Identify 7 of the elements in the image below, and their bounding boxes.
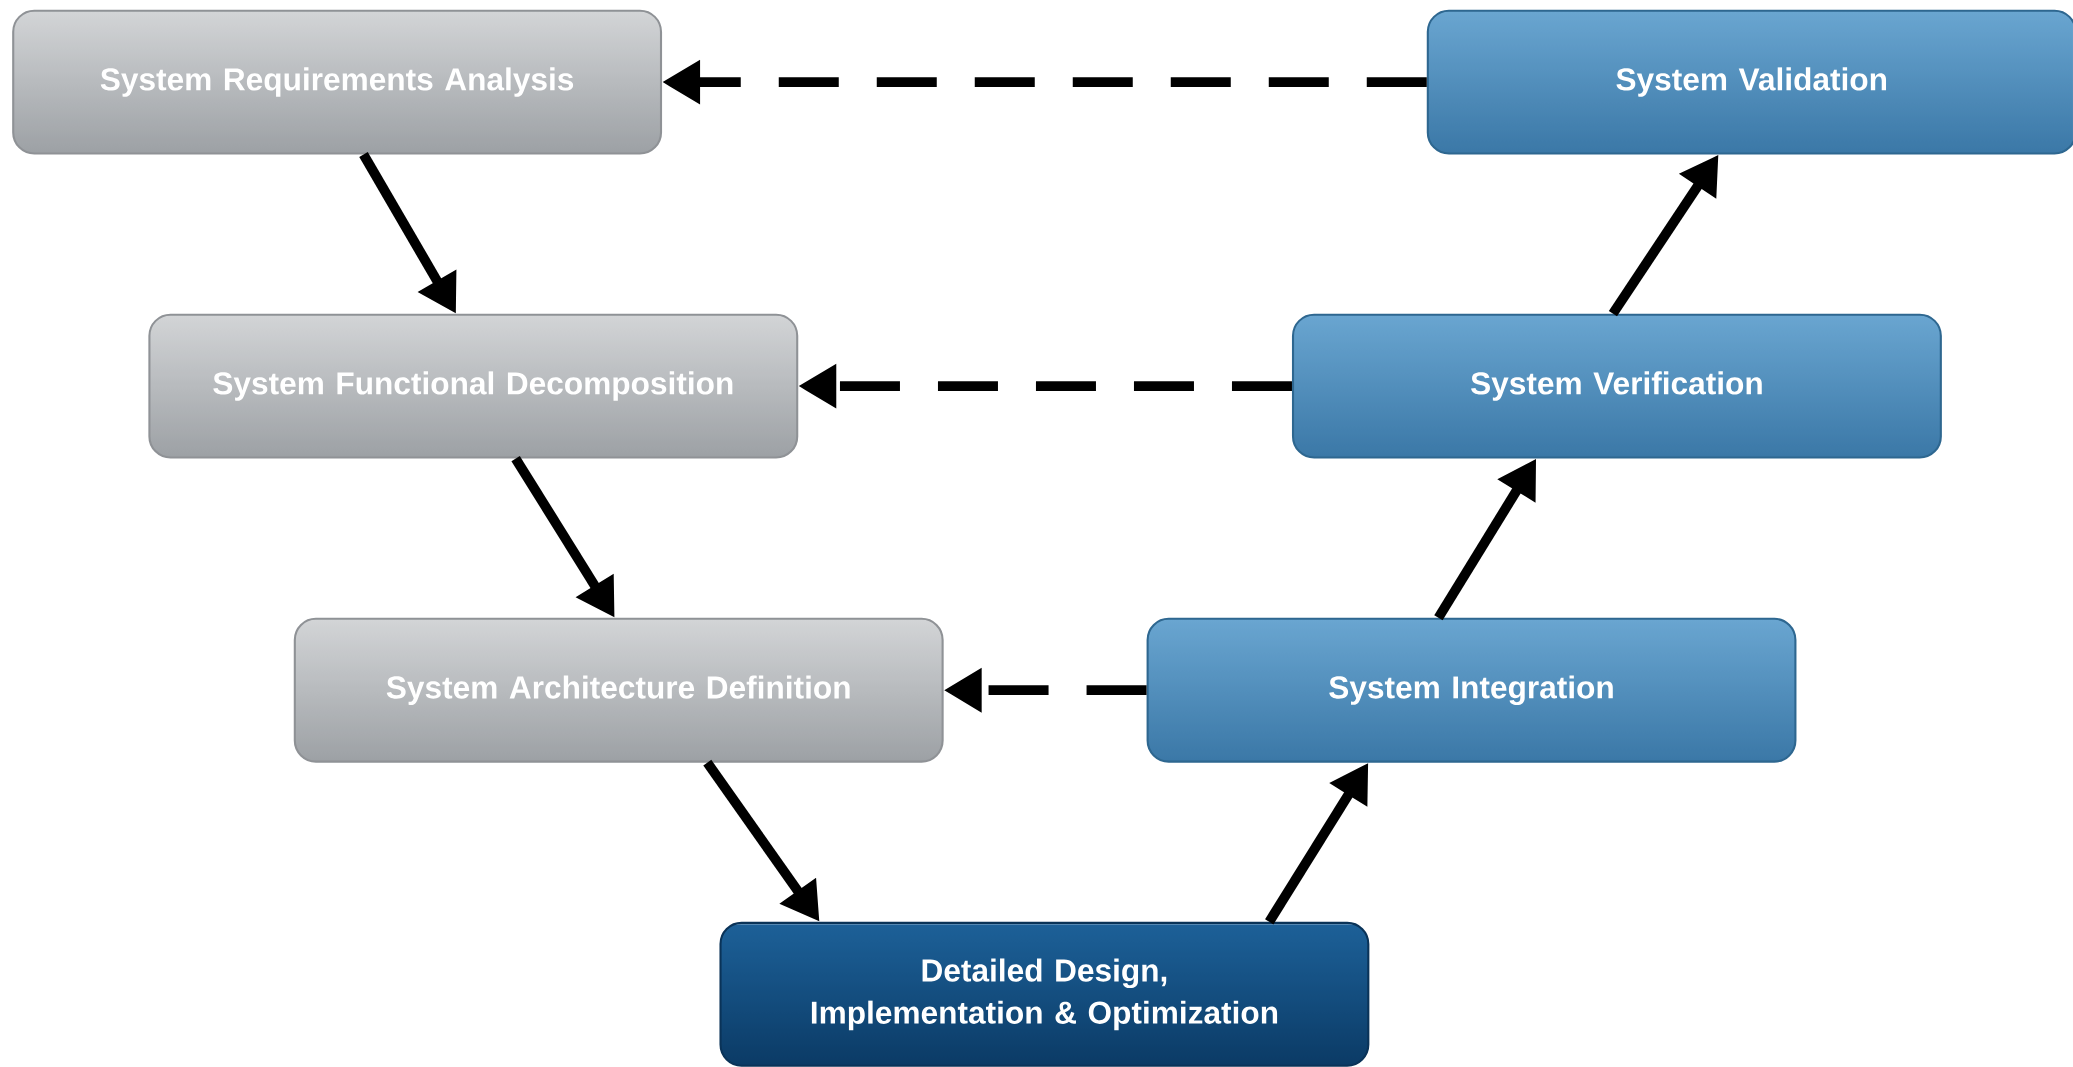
process-box: Detailed Design, Implementation & Optimization [719, 921, 1370, 1067]
process-box: System Verification [1291, 313, 1942, 459]
process-box: System Functional Decomposition [148, 313, 799, 459]
process-box: System Requirements Analysis [12, 9, 663, 155]
process-box: System Architecture Definition [293, 617, 944, 763]
process-box: System Validation [1426, 9, 2073, 155]
process-box: System Integration [1146, 617, 1797, 763]
